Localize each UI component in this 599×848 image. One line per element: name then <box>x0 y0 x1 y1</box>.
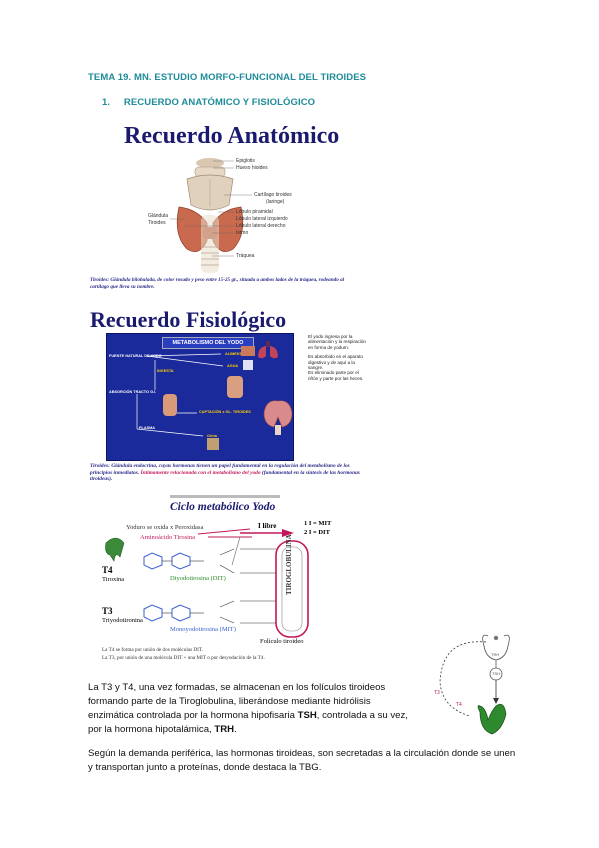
physiology-side-text: El yodo ingresa por la alimentación y la… <box>308 334 368 381</box>
lungs-icon <box>258 341 278 359</box>
feedback-trh: TRH <box>491 652 500 657</box>
label-istmo: Istmo <box>236 230 249 236</box>
physiology-title: Recuerdo Fisiológico <box>90 307 287 332</box>
panel-title: METABOLISMO DEL YODO <box>162 337 254 349</box>
cycle-note-1: La T4 se forma por unión de dos molécula… <box>102 647 203 653</box>
cycle-i-libre: I libre <box>258 522 277 530</box>
label-lobulo-izq: Lóbulo lateral izquierdo <box>236 216 288 222</box>
feedback-loop-illustration <box>439 634 510 735</box>
physiology-caption: Tiroides: Glándula endocrina, cuyas horm… <box>90 463 360 483</box>
physiology-figure: Recuerdo Fisiológico METABOLISMO DEL YOD… <box>88 305 368 493</box>
cycle-mit-label: Monoyodotirosina (MIT) <box>170 626 236 633</box>
paragraph-storage-tsh: TSH <box>297 710 317 721</box>
anatomy-figure: Recuerdo Anatómico Epiglotis Hueso hioid… <box>88 115 350 300</box>
cycle-yoduro: Yoduro se oxida x Peroxidasa <box>126 524 204 531</box>
label-tiroides: Tiroides <box>148 220 166 226</box>
cycle-mit-line: 1 I = MIT <box>304 520 332 527</box>
cropped-title-strip <box>170 495 280 498</box>
feedback-t3: T3 <box>434 690 440 696</box>
anatomy-title: Recuerdo Anatómico <box>124 123 340 149</box>
section-heading: 1. RECUERDO ANATÓMICO Y FISIOLÓGICO <box>102 97 315 108</box>
panel-captacion: CAPTACIÓN x GL. TIROIDES <box>199 410 251 414</box>
panel-alimentos: ALIMENTOS <box>225 352 248 356</box>
panel-fuente: FUENTE NATURAL DE YODO <box>109 354 162 358</box>
label-cartilago: Cartílago tiroides <box>254 192 292 198</box>
label-glandula: Glándula <box>148 213 169 219</box>
cycle-t4: T4 <box>102 565 113 575</box>
paragraph-storage-1: La T3 y T4, una vez formadas, se almacen… <box>88 682 386 721</box>
side-text-3: Es eliminado parte por el riñón y parte … <box>308 370 364 381</box>
label-traquea: Tráquea <box>236 253 255 259</box>
paragraph-storage-trh: TRH <box>214 724 235 735</box>
cycle-title: Ciclo metabólico Yodo <box>170 501 276 513</box>
label-laringe: (laringe) <box>266 199 285 205</box>
paragraph-storage: La T3 y T4, una vez formadas, se almacen… <box>88 681 412 737</box>
paragraph-storage-2: , controlada a su vez, por la hormona hi… <box>88 710 408 735</box>
panel-agua: AGUA <box>227 364 239 368</box>
section-title: RECUERDO ANATÓMICO Y FISIOLÓGICO <box>123 97 316 108</box>
feedback-t4: T4 <box>456 702 462 708</box>
paragraph-storage-3: . <box>234 724 237 735</box>
anatomy-caption: Tiroides: Glándula bilobulada, de color … <box>90 277 345 290</box>
cycle-t3: T3 <box>102 606 113 616</box>
cycle-tiroglobulina: TIROGLOBULINA <box>285 534 293 595</box>
iodine-cycle-figure: Ciclo metabólico Yodo Yoduro se oxida x … <box>100 495 360 670</box>
label-hioides: Hueso hioides <box>236 165 268 171</box>
thyroid-icon <box>263 400 293 435</box>
physiology-caption-highlight: Íntimamente relacionada con el metabolis… <box>140 469 261 476</box>
panel-arrows <box>136 346 255 450</box>
panel-plasma: PLASMA <box>139 426 156 430</box>
cycle-note-2: La T3, por unión de una molécula DIT + u… <box>102 655 265 661</box>
anatomy-leader-lines <box>170 160 252 257</box>
cycle-diagram <box>105 528 309 638</box>
side-text-1: El yodo ingresa por la alimentación y la… <box>308 334 366 350</box>
panel-ingesta: INGESTA <box>157 369 174 373</box>
label-lobulo-der: Lóbulo lateral derecho <box>236 223 286 229</box>
feedback-tsh: TSH <box>492 671 500 676</box>
thyroid-anatomy-illustration <box>176 158 244 273</box>
feedback-diagram: TRH TSH T3 T4 <box>430 630 530 735</box>
side-text-2: Es absorbido en el aparato digestivo y d… <box>308 354 363 371</box>
panel-orina: Orina <box>207 434 217 438</box>
label-piramidal: Lóbulo piramidal <box>236 209 273 215</box>
section-number: 1. <box>102 97 111 108</box>
cycle-dit-label: Diyodotirosina (DIT) <box>170 575 226 582</box>
cycle-aminoacido: Aminoácido Tirosina <box>140 534 196 541</box>
cycle-folliculo: Folículo tiroideo <box>260 638 304 645</box>
page-heading: TEMA 19. MN. ESTUDIO MORFO-FUNCIONAL DEL… <box>88 72 367 83</box>
paragraph-secretion: Según la demanda periférica, las hormona… <box>88 748 516 773</box>
physiology-caption-main: Tiroides: Glándula endocrina, cuyas horm… <box>90 463 350 476</box>
cycle-tiroxina: Tiroxina <box>102 576 125 583</box>
label-epiglotis: Epiglotis <box>236 158 255 164</box>
physiology-caption-end: (fundamental en la síntesis de las hormo… <box>90 469 360 483</box>
panel-absorcion: ABSORCIÓN TRACTO G.I. <box>109 390 157 394</box>
cycle-triyodo: Triyodotironina <box>102 617 143 624</box>
cycle-dit-line: 2 I = DIT <box>304 529 330 536</box>
